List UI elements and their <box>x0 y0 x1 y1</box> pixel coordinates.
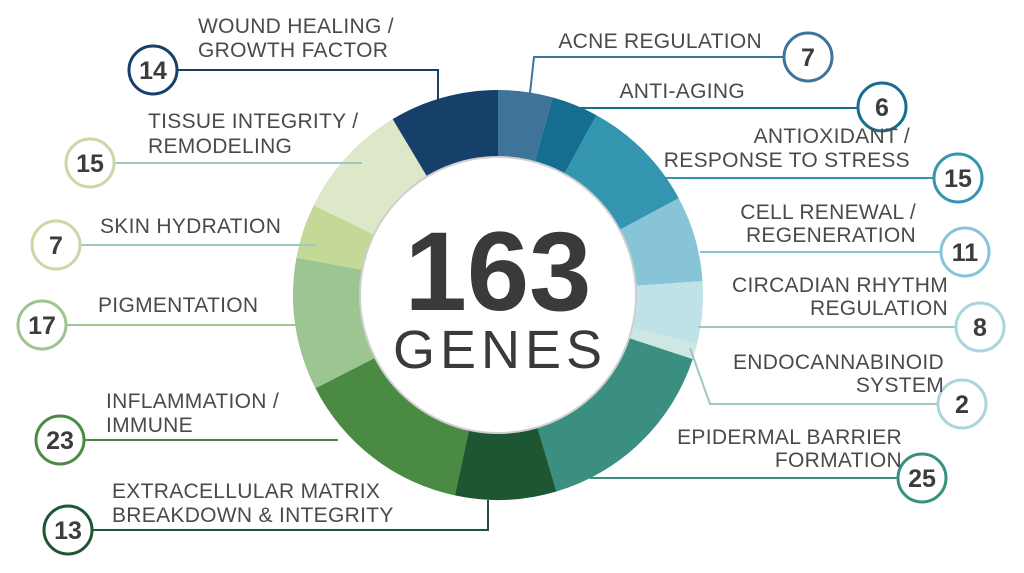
donut-slice <box>498 90 553 162</box>
category-label: IMMUNE <box>106 414 193 437</box>
donut-slice <box>315 357 469 496</box>
category-label: EXTRACELLULAR MATRIX <box>112 480 380 503</box>
value-badge <box>954 301 1006 353</box>
category-label: ACNE REGULATION <box>558 30 762 53</box>
value-badge <box>782 31 834 83</box>
total-label: GENES <box>393 320 607 380</box>
donut-slice <box>619 198 703 286</box>
callouts: 7 ACNE REGULATION 6 ANTI-AGING 15 ANTIOXIDANT… <box>16 15 1006 556</box>
value-badge <box>932 152 984 204</box>
donut-slice <box>534 97 597 174</box>
category-label: SYSTEM <box>856 374 944 397</box>
value-label: 15 <box>944 165 972 193</box>
category-label: RESPONSE TO STRESS <box>664 149 910 172</box>
value-label: 23 <box>46 427 74 455</box>
category-label: EPIDERMAL BARRIER <box>677 426 902 449</box>
category-label: TISSUE INTEGRITY / <box>148 110 358 133</box>
category-label: REGULATION <box>810 297 948 320</box>
donut-slice <box>296 205 374 270</box>
donut-slice <box>293 257 376 389</box>
total-count: 163 <box>405 209 592 334</box>
value-badge <box>896 452 948 504</box>
callout-line <box>177 69 439 108</box>
value-badge <box>30 219 82 271</box>
value-badge <box>34 414 86 466</box>
category-label: ANTIOXIDANT / <box>754 125 910 148</box>
value-badge <box>939 226 991 278</box>
value-label: 2 <box>955 391 969 419</box>
category-label: FORMATION <box>775 449 902 472</box>
value-label: 13 <box>54 517 82 545</box>
value-label: 6 <box>875 94 889 122</box>
value-label: 11 <box>952 239 979 267</box>
category-label: WOUND HEALING / <box>198 15 394 38</box>
callout-line <box>529 56 784 94</box>
value-label: 8 <box>973 314 987 342</box>
value-badge <box>42 504 94 556</box>
value-label: 14 <box>139 57 167 85</box>
center-disc <box>359 156 637 434</box>
donut-slice <box>313 119 428 235</box>
value-badge <box>64 137 116 189</box>
category-label: GROWTH FACTOR <box>198 39 388 62</box>
category-label: CELL RENEWAL / <box>740 201 916 224</box>
donut-slice <box>632 281 703 344</box>
category-label: ANTI-AGING <box>619 80 745 103</box>
callout-line <box>92 500 489 531</box>
category-label: REGENERATION <box>746 224 916 247</box>
value-badge <box>16 299 68 351</box>
value-label: 7 <box>49 232 63 260</box>
category-label: SKIN HYDRATION <box>100 215 281 238</box>
category-label: ENDOCANNABINOID <box>733 351 944 374</box>
category-label: INFLAMMATION / <box>106 390 279 413</box>
callout-line <box>689 347 938 405</box>
value-badge <box>127 44 179 96</box>
category-label: REMODELING <box>148 135 292 158</box>
category-label: CIRCADIAN RHYTHM <box>732 274 948 297</box>
value-label: 17 <box>28 312 56 340</box>
donut-slice <box>564 115 679 230</box>
category-label: BREAKDOWN & INTEGRITY <box>112 504 394 527</box>
value-label: 7 <box>801 44 815 72</box>
category-label: PIGMENTATION <box>98 294 258 317</box>
value-label: 25 <box>908 465 936 493</box>
donut-slice <box>537 338 693 492</box>
value-badge <box>856 81 908 133</box>
value-label: 15 <box>76 150 104 178</box>
donut-slice <box>454 427 557 500</box>
donut-slice <box>629 327 698 360</box>
donut-slices <box>293 90 703 500</box>
value-badge <box>936 378 988 430</box>
donut-slice <box>392 90 498 177</box>
